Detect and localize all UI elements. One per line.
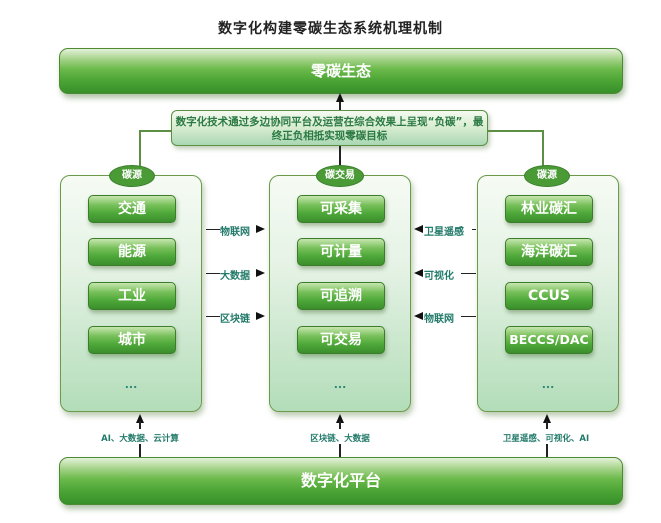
bottom-label-col3: 卫星遥感、可视化、AI [502,434,590,444]
more-indicator: ... [541,378,555,391]
connector-line [139,421,141,429]
connector-label-blockchain: 区块链 [220,314,250,325]
callout-right-connector [488,130,543,132]
arrow-up-icon [336,414,344,423]
connector-line [339,421,341,429]
connector-label-big-data: 大数据 [220,271,250,282]
connector-line [546,444,548,457]
connector-line [472,229,476,230]
arrow-left-icon [414,225,423,233]
item-tradable: 可交易 [297,326,385,354]
connector-line [206,316,220,317]
item-collectable: 可采集 [297,195,385,223]
callout-to-top-line [339,100,341,110]
item-ccus: CCUS [505,282,593,310]
arrow-up-icon [136,414,144,423]
item-traceable: 可追溯 [297,282,385,310]
bottom-label-col1: AI、大数据、云计算 [101,434,179,444]
item-city: 城市 [88,326,176,354]
digital-platform-bar: 数字化平台 [59,457,623,505]
mechanism-callout: 数字化技术通过多边协同平台及运营在综合效果上呈现“负碳”，最 终正负相抵实现零碳… [171,110,488,146]
callout-left-drop [139,130,141,168]
connector-line [139,444,141,457]
connector-line [206,273,220,274]
callout-right-drop [542,130,544,168]
item-forestry-sink: 林业碳汇 [505,195,593,223]
arrow-up-icon [336,93,344,102]
item-transport: 交通 [88,195,176,223]
bottom-label-col2: 区块链、大数据 [310,434,370,444]
carbon-trading-tag: 碳交易 [316,165,364,187]
connector-line [461,316,476,317]
item-measurable: 可计量 [297,238,385,266]
item-ocean-sink: 海洋碳汇 [505,238,593,266]
carbon-sink-tag: 碳源 [524,165,570,187]
connector-label-iot: 物联网 [220,227,250,238]
connector-label-iot: 物联网 [424,314,454,325]
zero-carbon-ecosystem-bar: 零碳生态 [59,48,623,94]
item-beccs-dac: BECCS/DAC [505,326,593,354]
arrow-up-icon [543,414,551,423]
more-indicator: ... [124,378,138,391]
carbon-source-tag: 碳源 [109,165,155,187]
arrow-right-icon [256,312,265,320]
connector-line [546,421,548,429]
more-indicator: ... [333,378,347,391]
arrow-right-icon [256,269,265,277]
callout-left-connector [139,130,171,132]
arrow-left-icon [414,312,423,320]
item-energy: 能源 [88,238,176,266]
connector-label-satellite: 卫星遥感 [424,227,464,238]
connector-line [339,444,341,457]
connector-line [461,273,476,274]
connector-line [206,229,220,230]
callout-line-2: 终正负相抵实现零碳目标 [271,130,388,142]
connector-label-visualization: 可视化 [424,271,454,282]
callout-line-1: 数字化技术通过多边协同平台及运营在综合效果上呈现“负碳”，最 [175,116,484,128]
callout-middle-drop [339,146,341,168]
diagram-title: 数字化构建零碳生态系统机理机制 [218,21,443,37]
arrow-left-icon [414,269,423,277]
item-industry: 工业 [88,282,176,310]
arrow-right-icon [256,225,265,233]
